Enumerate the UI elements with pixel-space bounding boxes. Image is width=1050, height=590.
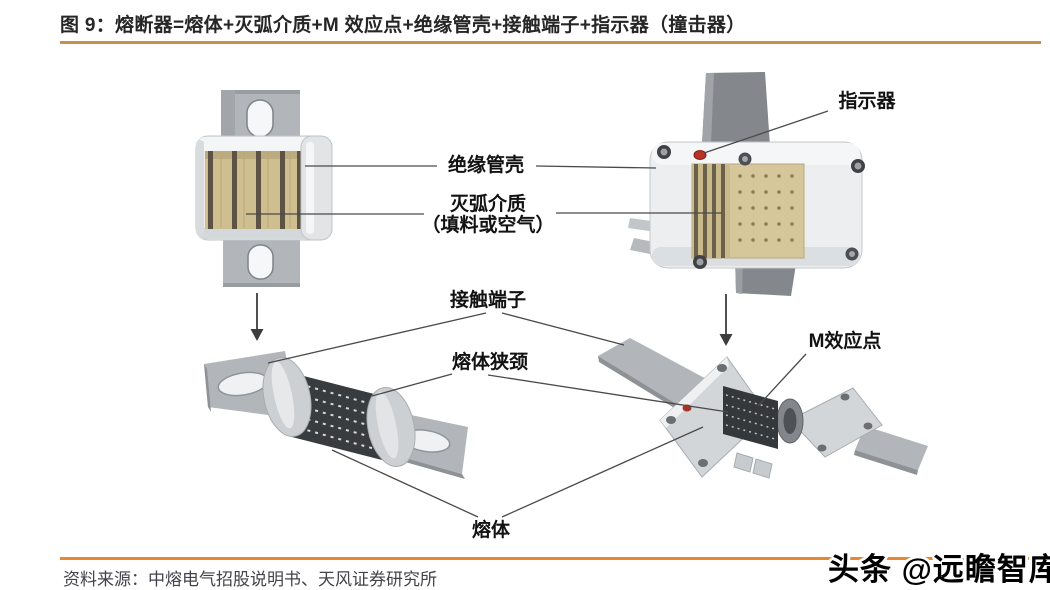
down-arrow-right-icon xyxy=(719,294,733,346)
line-element-right xyxy=(501,426,704,518)
fuse-photo-blade-mount xyxy=(628,72,865,296)
line-m-point xyxy=(757,353,807,407)
element-perforations xyxy=(725,394,776,440)
line-neck-right xyxy=(487,374,729,413)
label-indicator: 指示器 xyxy=(838,91,896,112)
label-arc-medium-line1: 灭弧介质 xyxy=(449,194,527,215)
label-fuse-element: 熔体 xyxy=(471,520,511,541)
source-note: 资料来源：中熔电气招股说明书、天风证券研究所 xyxy=(63,570,437,589)
footer-rule xyxy=(60,557,1050,560)
label-arc-medium-line2: （填料或空气） xyxy=(421,215,555,236)
fuse-element-photo-blade xyxy=(598,338,928,479)
watermark: 头条 @远瞻智库 xyxy=(828,552,1050,587)
figure-title: 图 9：熔断器=熔体+灭弧介质+M 效应点+绝缘管壳+接触端子+指示器（撞击器） xyxy=(60,15,746,36)
fuse-photo-bolt-mount xyxy=(195,90,333,287)
fuse-element-stripes xyxy=(694,164,725,258)
label-insulating-shell: 绝缘管壳 xyxy=(447,155,525,176)
title-rule xyxy=(60,41,1041,44)
line-indicator xyxy=(703,110,829,154)
down-arrow-left-icon xyxy=(250,293,264,341)
line-neck-left xyxy=(371,373,453,397)
line-element-left xyxy=(331,449,479,518)
label-arc-medium: 灭弧介质 （填料或空气） xyxy=(421,194,554,236)
fuse-element-photo-flat xyxy=(204,351,468,479)
corner-bolts xyxy=(657,145,865,269)
line-terminal-left xyxy=(267,312,487,364)
label-element-neck: 熔体狭颈 xyxy=(451,352,529,373)
filler-dot-grid xyxy=(738,174,794,242)
connector-lines xyxy=(246,110,829,518)
line-shell-right xyxy=(535,165,657,169)
label-m-effect-point: M效应点 xyxy=(808,331,882,352)
fuse-element-stripes xyxy=(208,151,301,229)
line-terminal-right xyxy=(501,312,625,346)
indicator-dot xyxy=(693,150,707,160)
label-contact-terminal: 接触端子 xyxy=(449,290,527,311)
